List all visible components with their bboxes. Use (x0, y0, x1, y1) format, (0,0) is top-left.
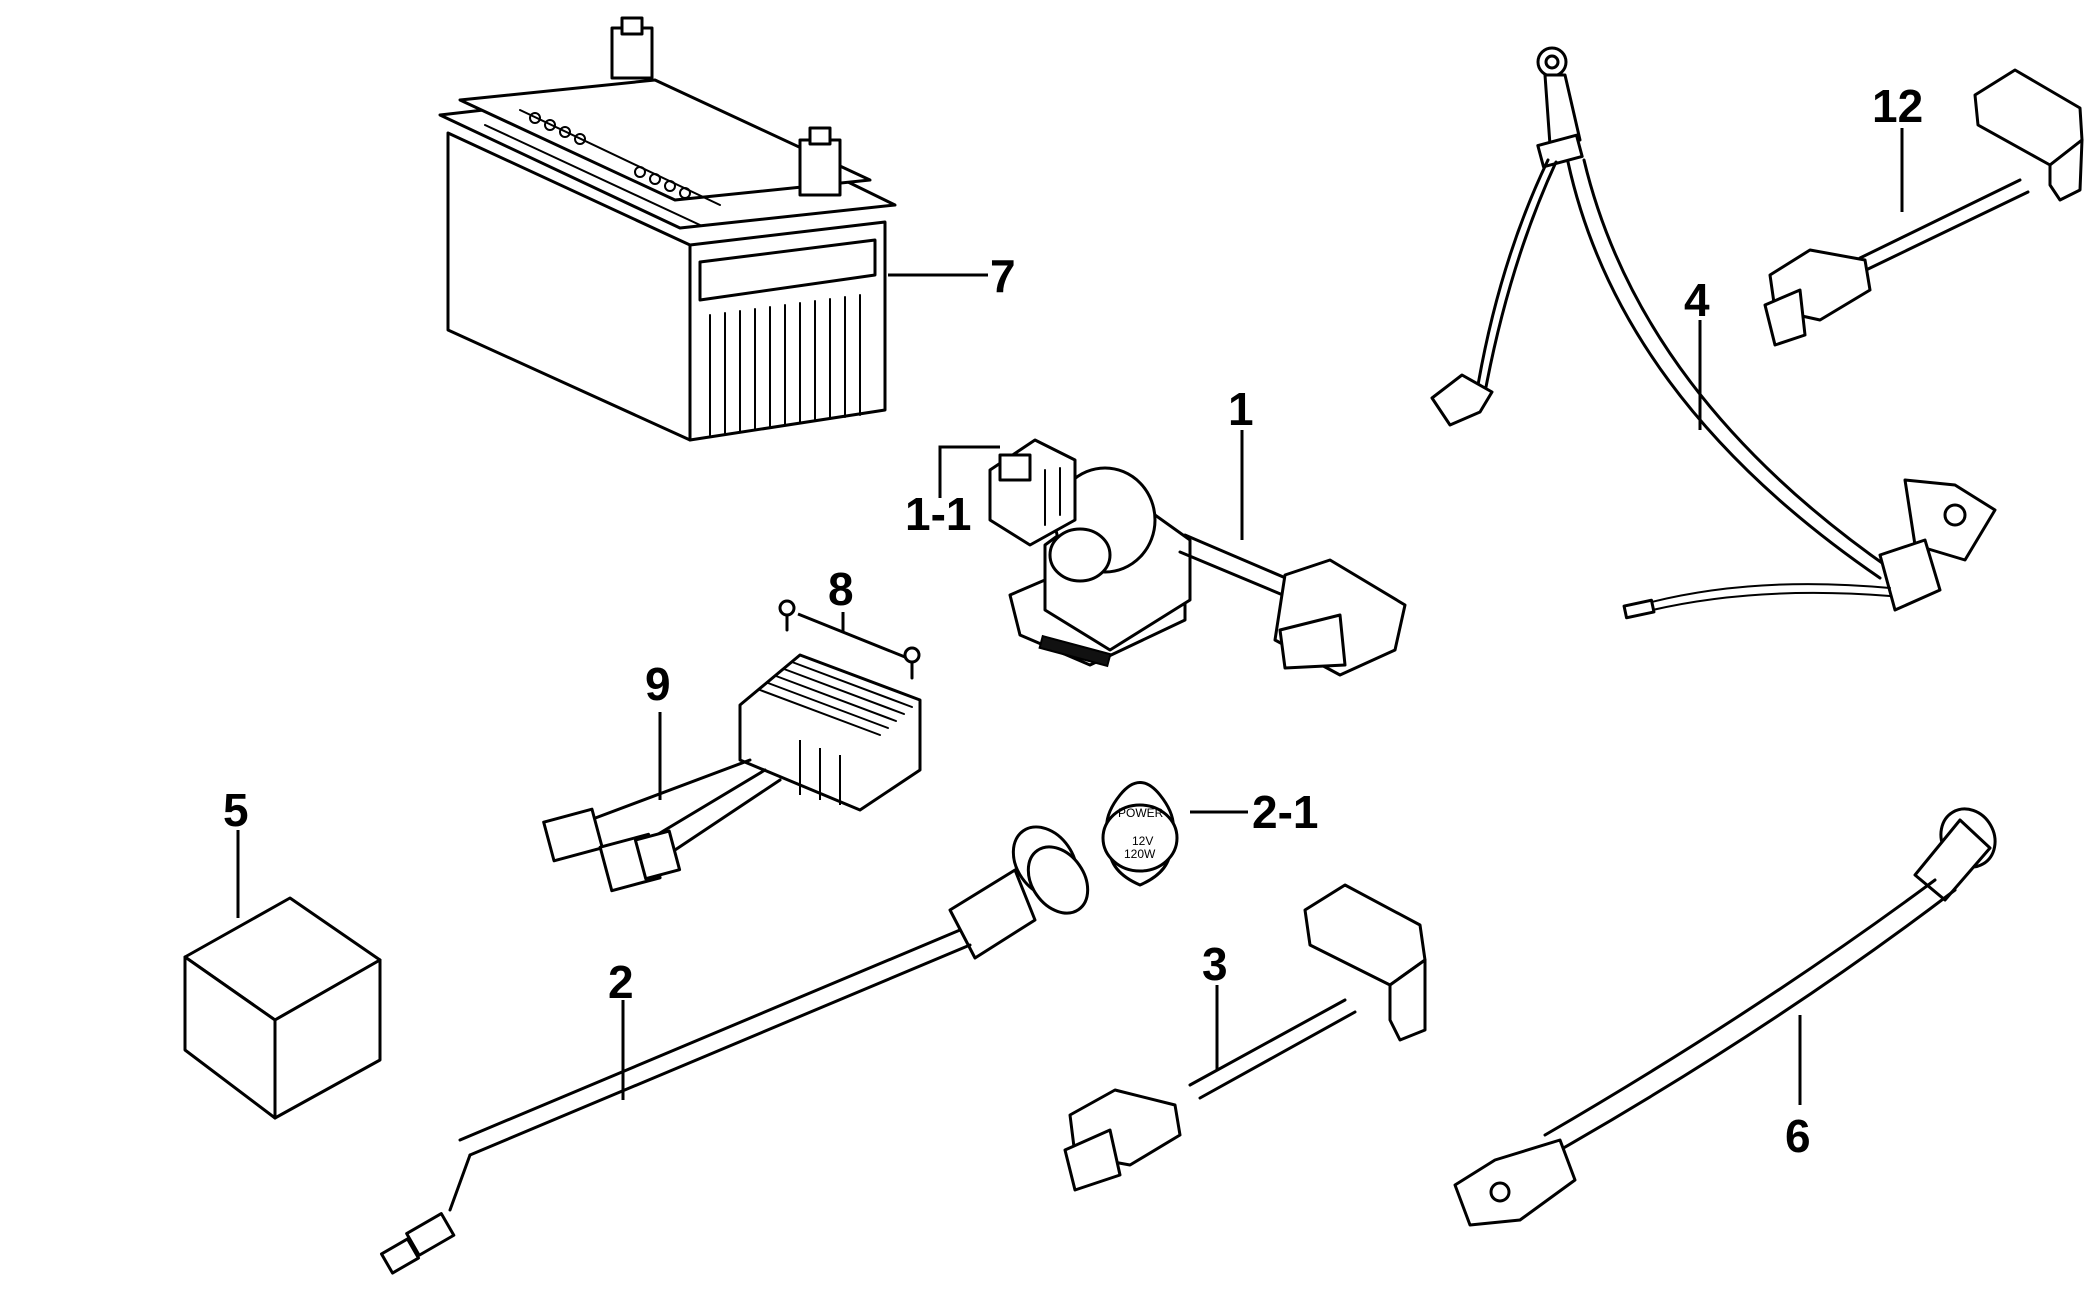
cable-part-12 (1763, 68, 2084, 347)
screws (778, 599, 921, 680)
socket-cap: POWER 12V 120W (1101, 781, 1179, 887)
callout-3: 3 (1202, 938, 1228, 990)
callout-2-1: 2-1 (1252, 786, 1318, 838)
socket-cap-power-text: POWER (1118, 806, 1164, 820)
callout-2: 2 (608, 956, 634, 1008)
callout-8: 8 (828, 563, 854, 615)
callout-7: 7 (990, 250, 1016, 302)
leader-8 (797, 612, 906, 659)
callout-4: 4 (1684, 274, 1710, 326)
harness-part-4 (1430, 46, 1997, 620)
callout-1: 1 (1228, 383, 1254, 435)
leader-1-1 (938, 445, 1000, 498)
battery-terminal-positive (798, 126, 842, 197)
starter-relay (988, 438, 1407, 677)
callout-5: 5 (223, 784, 249, 836)
callout-1-1: 1-1 (905, 488, 971, 540)
power-socket-cable (380, 825, 1090, 1275)
battery-terminal-negative (610, 16, 654, 80)
socket-cap-volt-text: 12V (1132, 834, 1153, 848)
battery-ribs (709, 294, 861, 436)
socket-cap-watt-text: 120W (1124, 847, 1156, 861)
box-part-5 (183, 896, 382, 1120)
callout-6: 6 (1785, 1110, 1811, 1162)
regulator-rectifier (542, 653, 922, 893)
regulator-fins (759, 661, 913, 805)
cable-part-3 (1063, 883, 1427, 1192)
callout-12: 12 (1872, 80, 1923, 132)
battery-cell-caps (529, 112, 691, 199)
cable-part-6 (1453, 807, 1997, 1227)
callout-9: 9 (645, 658, 671, 710)
battery (438, 16, 897, 442)
